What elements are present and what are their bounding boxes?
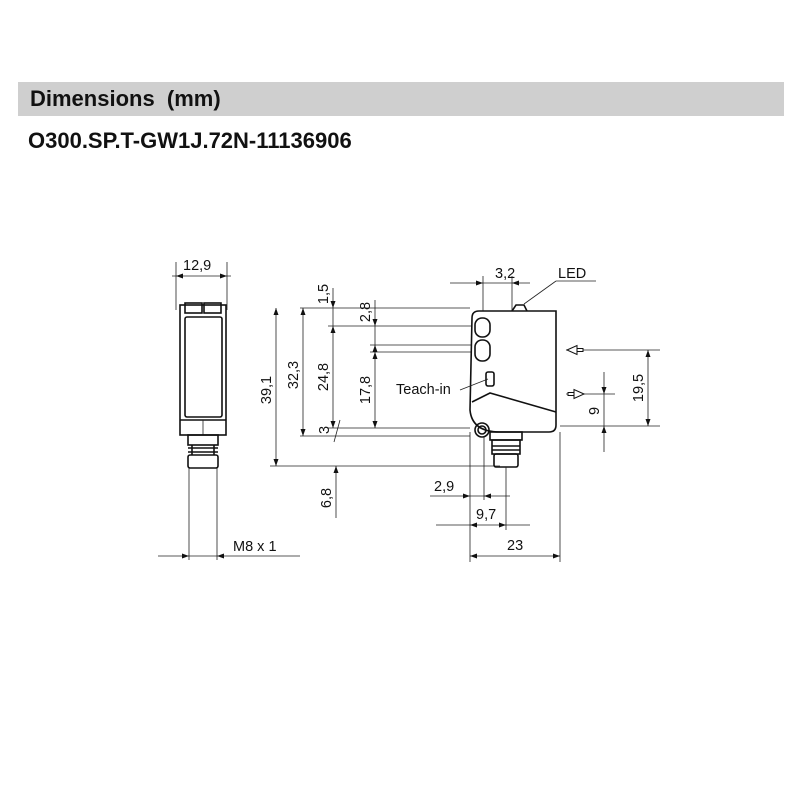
dim-3-label: 3 [317, 426, 333, 434]
width-arrow-left [176, 273, 183, 279]
dim-1-5-label: 1,5 [316, 284, 332, 304]
dim-6-8-label: 6,8 [319, 488, 335, 508]
side-connector-thread [493, 453, 519, 468]
front-connector-thread [187, 454, 219, 469]
side-view: 39,1 32,3 24,8 17,8 1,5 2,8 3 6,8 [259, 266, 660, 562]
teach-in-label: Teach-in [396, 382, 451, 398]
dim-17-label: 17,8 [358, 376, 374, 404]
page-title: Dimensions (mm) [30, 86, 221, 111]
dim-32-label: 32,3 [286, 361, 302, 389]
front-housing [179, 304, 227, 436]
mounting-hole [474, 422, 490, 438]
front-notch-left [184, 302, 203, 314]
dim-19-5-label: 19,5 [631, 374, 647, 402]
lens-bottom [474, 339, 491, 362]
dim-9-7-label: 9,7 [476, 507, 496, 523]
dim-2-8-label: 2,8 [358, 302, 374, 322]
width-front-label: 12,9 [183, 258, 211, 274]
dim-3-2-label: 3,2 [495, 266, 515, 282]
lens-top [474, 317, 491, 338]
model-code: O300.SP.T-GW1J.72N-11136906 [28, 128, 352, 153]
width-arrow-right [220, 273, 227, 279]
front-window [184, 316, 223, 418]
header-bar: Dimensions (mm) [18, 82, 784, 116]
housing-bevel [471, 392, 557, 413]
led-label: LED [558, 266, 586, 282]
dim-23-label: 23 [507, 538, 523, 554]
front-connector-neck [187, 434, 219, 446]
dim-2-9-label: 2,9 [434, 479, 454, 495]
dim-9-label: 9 [587, 407, 603, 415]
dim-39-label: 39,1 [259, 376, 275, 404]
side-connector-neck [489, 431, 523, 441]
front-view: 12,9 M8 x 1 [158, 258, 300, 560]
receive-arrow [565, 344, 578, 356]
front-notch-right [203, 302, 222, 314]
side-housing [469, 310, 557, 433]
thread-label: M8 x 1 [233, 539, 277, 555]
dim-24-label: 24,8 [316, 363, 332, 391]
led-bump [511, 304, 528, 312]
teach-in-button [485, 371, 495, 387]
emit-arrow [573, 388, 586, 400]
led-leader [523, 280, 557, 305]
